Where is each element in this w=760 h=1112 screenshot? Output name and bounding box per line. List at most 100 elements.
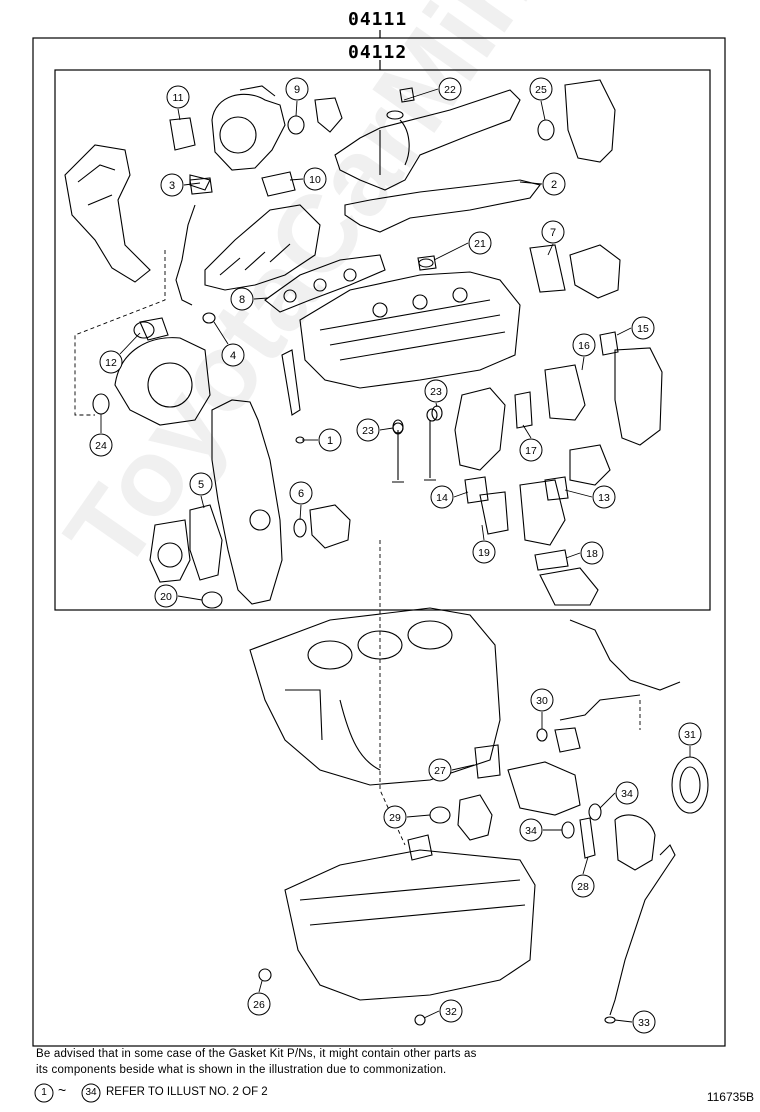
outer-frame-04111 [32,37,726,1047]
callout-circle [247,992,271,1016]
callout-circle [542,172,566,196]
exhaust-manifold [204,204,321,291]
callout-number: 1 [327,435,333,447]
ref-to-number: 34 [85,1087,97,1098]
callout-number: 6 [298,488,304,500]
callout-circle [438,77,462,101]
callout-6: 6 [289,481,313,505]
callout-21: 21 [468,231,492,255]
callout-number: 26 [253,999,265,1011]
callout-11: 11 [166,85,190,109]
callout-29: 29 [383,805,407,829]
callout-number: 25 [535,84,547,96]
callout-number: 18 [586,548,598,560]
callout-number: 33 [638,1017,650,1029]
callout-22: 22 [438,77,462,101]
egr-cooler [614,347,663,446]
catalytic-converter [64,144,151,283]
callout-circle [571,874,595,898]
assembly-lines [74,250,641,846]
head-cover-gasket [344,179,541,233]
callout-number: 20 [160,591,172,603]
oil-filter-bracket [507,761,581,816]
callout-number: 9 [294,84,300,96]
callout-34: 34 [519,818,543,842]
inner-frame-04112 [54,69,711,611]
callout-circle [99,350,123,374]
egr-pipe [544,364,586,421]
turbo-outlet-gasket [261,171,296,197]
callout-circle [428,758,452,782]
callout-13: 13 [592,485,616,509]
callout-circle [303,167,327,191]
manifold-gasket [264,254,386,313]
water-pump-gasket [189,504,223,581]
crankshaft-oil-seal [671,756,709,814]
callout-12: 12 [99,350,123,374]
callout-bubbles: 1234567891011121314151617181920212223232… [89,77,702,1034]
callout-circle [530,688,554,712]
water-inlet-lower [539,567,599,606]
water-inlet [519,479,566,546]
ref-to-circle [81,1083,101,1103]
callout-leaders [100,88,691,1023]
callout-circle [472,540,496,564]
callout-circle [572,333,596,357]
callout-number: 16 [578,340,590,352]
callout-31: 31 [678,722,702,746]
frames [32,30,726,1047]
callout-circle [468,231,492,255]
callout-number: 14 [436,492,448,504]
callout-number: 8 [239,294,245,306]
callout-circle [592,485,616,509]
egr-valve [569,244,621,299]
callout-number: 30 [536,695,548,707]
callout-number: 12 [105,357,117,369]
callout-9: 9 [285,77,309,101]
oil-pump [614,814,656,871]
callout-circle [430,485,454,509]
callout-circle [519,438,543,462]
turbocharger [211,93,286,171]
callout-23: 23 [356,418,380,442]
callout-circle [529,77,553,101]
callout-27: 27 [428,758,452,782]
callout-number: 34 [525,825,537,837]
oil-filter-union [457,794,493,841]
ref-tilde: ~ [58,1082,67,1098]
callout-32: 32 [439,999,463,1023]
oil-cooler-gasket [474,744,501,779]
callout-number: 13 [598,492,610,504]
gasket-kit-note-line2: its components beside what is shown in t… [36,1064,447,1076]
callout-20: 20 [154,584,178,608]
callout-number: 11 [173,92,184,104]
water-pump [149,519,191,583]
callout-number: 15 [637,323,649,335]
callout-number: 24 [95,440,107,452]
callout-number: 7 [550,227,556,239]
callout-number: 17 [525,445,537,457]
ref-illustration-note: REFER TO ILLUST NO. 2 OF 2 [106,1086,268,1098]
callout-circle [160,173,184,197]
cylinder-head [299,271,521,389]
callout-number: 21 [474,238,486,250]
callout-33: 33 [632,1010,656,1034]
callout-circle [631,316,655,340]
callout-number: 34 [621,788,633,800]
callout-23: 23 [424,379,448,403]
callout-7: 7 [541,220,565,244]
callout-circle [166,85,190,109]
callout-circle [439,999,463,1023]
callout-circle [615,781,639,805]
thermostat-housing [309,504,351,549]
callout-circle [189,472,213,496]
callout-25: 25 [529,77,553,101]
timing-chain-case [211,399,283,605]
callout-circle [221,343,245,367]
callout-circle [580,541,604,565]
callout-10: 10 [303,167,327,191]
callout-24: 24 [89,433,113,457]
gasket-kit-note-line1: Be advised that in some case of the Gask… [36,1048,477,1060]
water-pipe [559,619,681,721]
